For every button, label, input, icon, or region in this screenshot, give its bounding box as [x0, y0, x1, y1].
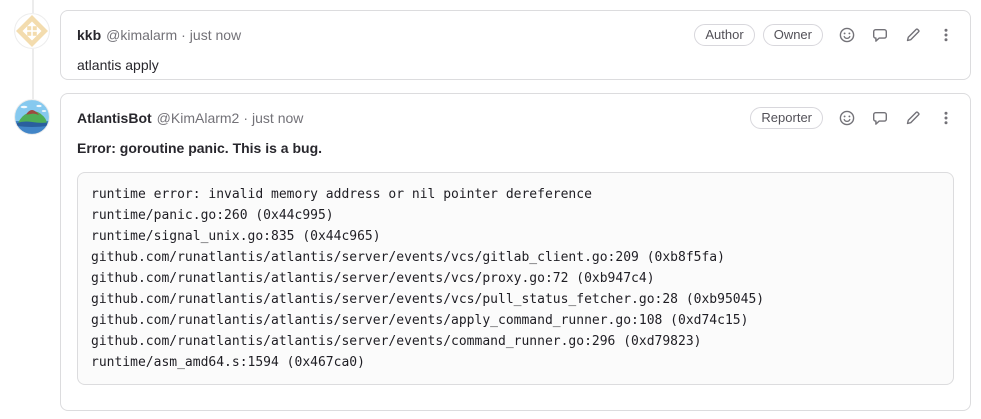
code-line: runtime/signal_unix.go:835 (0x44c965): [91, 229, 381, 244]
code-line: github.com/runatlantis/atlantis/server/e…: [91, 250, 725, 265]
identicon-avatar-icon: [14, 13, 50, 49]
code-line: runtime error: invalid memory address or…: [91, 187, 592, 202]
comment-card-atlantisbot: AtlantisBot @KimAlarm2 · just now Report…: [60, 93, 971, 411]
owner-badge: Owner: [762, 24, 823, 46]
quote-reply-button[interactable]: [872, 110, 888, 126]
vertical-ellipsis-icon: [944, 28, 948, 42]
smiley-face-icon: [839, 110, 855, 126]
pencil-icon: [906, 28, 920, 42]
more-actions-button[interactable]: [938, 27, 954, 43]
more-actions-button[interactable]: [938, 110, 954, 126]
discussion-timeline-line: [32, 0, 34, 120]
emoji-reaction-button[interactable]: [839, 110, 855, 126]
pencil-icon: [906, 111, 920, 125]
note-actions: [839, 110, 954, 126]
code-line: github.com/runatlantis/atlantis/server/e…: [91, 334, 702, 349]
note-header: AtlantisBot @KimAlarm2 · just now Report…: [77, 107, 954, 129]
meta-separator: ·: [243, 110, 249, 126]
reporter-badge: Reporter: [750, 107, 823, 129]
comment-body-text: atlantis apply: [77, 57, 159, 73]
username-link[interactable]: @kimalarm: [106, 27, 178, 43]
vertical-ellipsis-icon: [944, 111, 948, 125]
code-line: github.com/runatlantis/atlantis/server/e…: [91, 313, 749, 328]
stack-trace-code-block: runtime error: invalid memory address or…: [77, 172, 954, 385]
error-title-text: Error: goroutine panic. This is a bug.: [77, 140, 323, 156]
timestamp-link[interactable]: just now: [252, 110, 304, 126]
emoji-reaction-button[interactable]: [839, 27, 855, 43]
note-actions: [839, 27, 954, 43]
meta-separator: ·: [181, 27, 186, 43]
timestamp-link[interactable]: just now: [189, 27, 242, 43]
code-line: runtime/asm_amd64.s:1594 (0x467ca0): [91, 355, 365, 370]
username-link[interactable]: @KimAlarm2: [156, 110, 240, 126]
code-line: runtime/panic.go:260 (0x44c995): [91, 208, 334, 223]
edit-comment-button[interactable]: [905, 110, 921, 126]
quote-reply-button[interactable]: [872, 27, 888, 43]
code-line: github.com/runatlantis/atlantis/server/e…: [91, 292, 765, 307]
speech-bubble-icon: [873, 29, 887, 42]
island-avatar-icon: [14, 99, 50, 135]
author-name-link[interactable]: AtlantisBot: [77, 110, 152, 126]
user-avatar-atlantisbot[interactable]: [14, 99, 50, 135]
note-header: kkb @kimalarm · just now Author Owner: [77, 24, 954, 46]
author-name-link[interactable]: kkb: [77, 27, 102, 43]
edit-comment-button[interactable]: [905, 27, 921, 43]
author-badge: Author: [694, 24, 755, 46]
smiley-face-icon: [839, 27, 855, 43]
comment-card-kkb: kkb @kimalarm · just now Author Owner: [60, 10, 971, 80]
user-avatar-kkb[interactable]: [14, 13, 50, 49]
speech-bubble-icon: [873, 112, 887, 125]
code-line: github.com/runatlantis/atlantis/server/e…: [91, 271, 655, 286]
